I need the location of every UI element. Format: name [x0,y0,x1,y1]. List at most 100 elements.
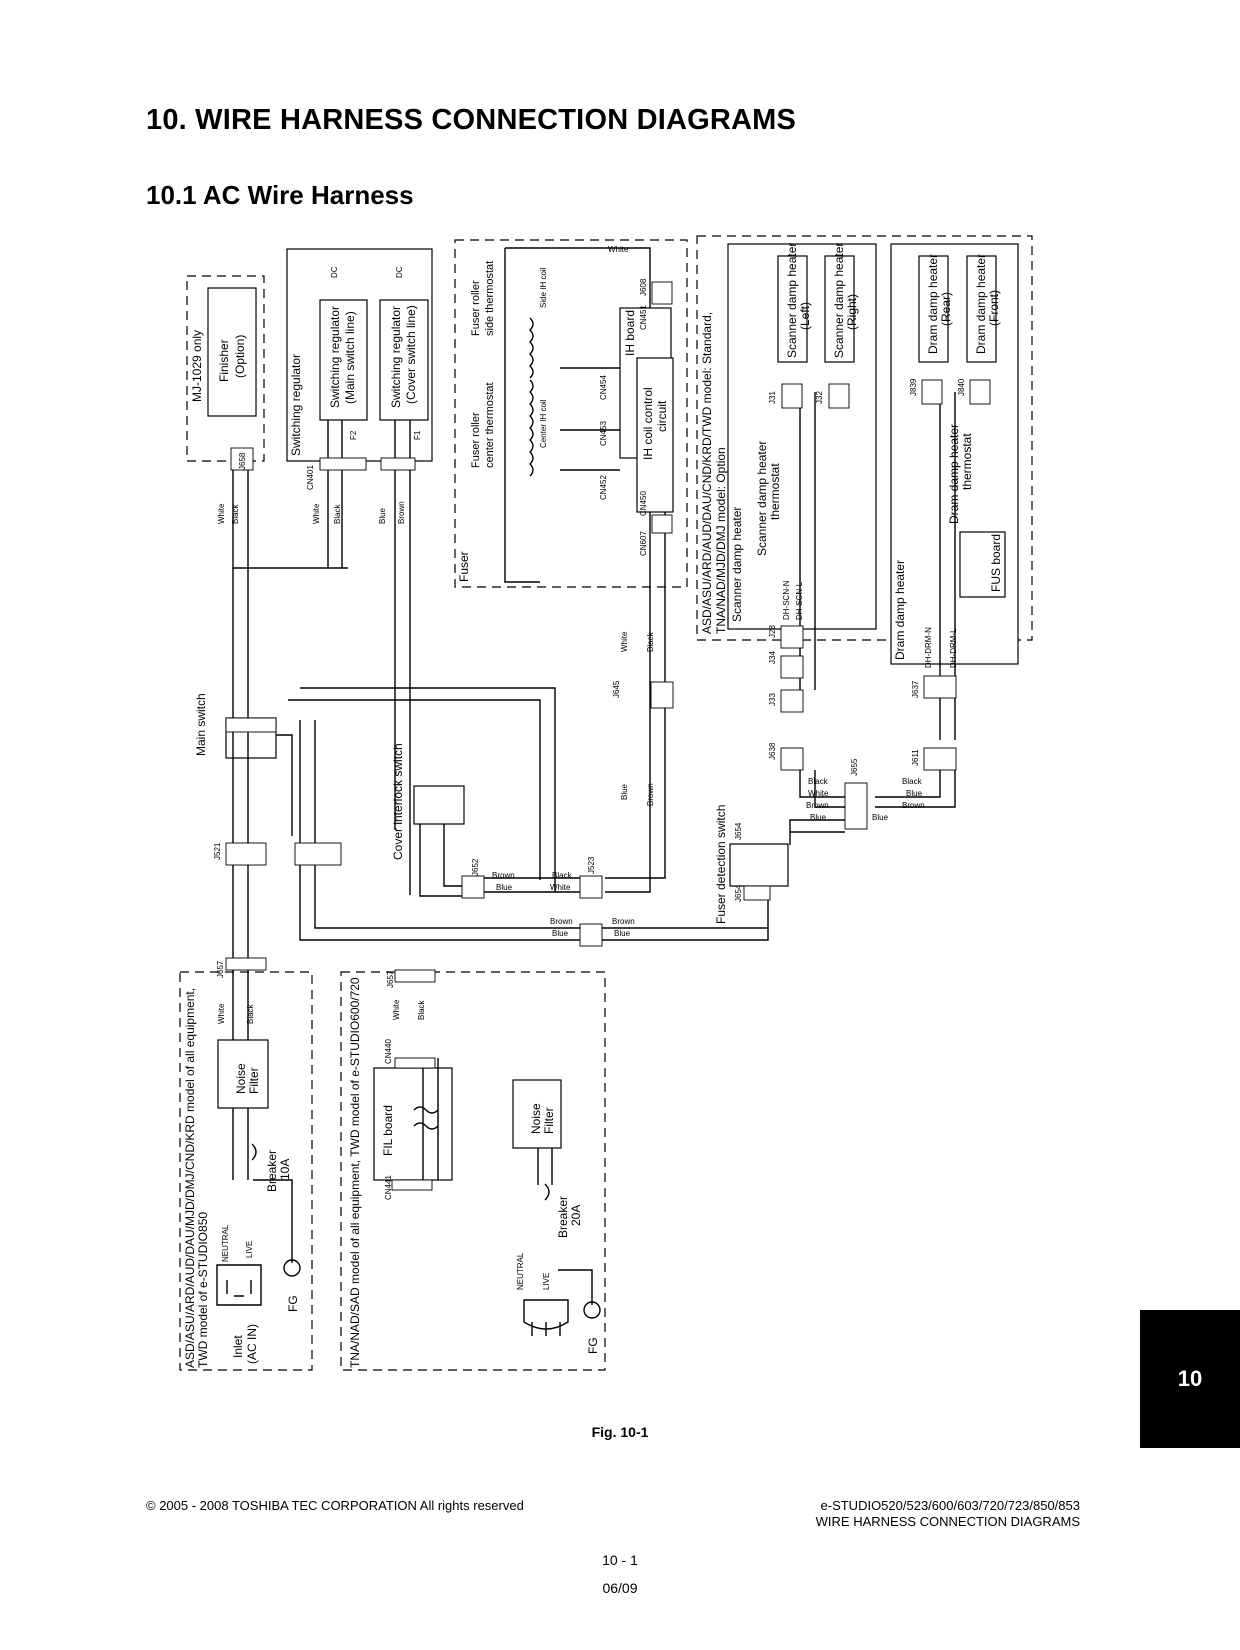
wire-label-blue-3: Blue [496,883,513,892]
wire-label-white-3: White [620,631,629,652]
label-neutral-b: NEUTRAL [516,1252,525,1290]
fil-transformer-icon [413,1106,439,1130]
wire-label-black-2: Black [333,503,342,524]
fuser-detection-box [729,843,789,887]
label-center-ih-coil: Center IH coil [539,399,548,448]
label-breaker-20a-2: 20A [569,1205,583,1226]
fuser-detect-blue-wire [299,720,769,941]
label-dram-rear-1: Dram damp heater [926,254,940,354]
connector-j645 [650,681,674,709]
label-fus-board: FUS board [989,534,1003,592]
inlet-20a-wires [537,1148,553,1185]
ac-plug-icon [523,1299,569,1336]
label-noise-filter-1a: Noise [234,1063,248,1094]
label-sr-cover-1: Switching regulator [389,306,403,408]
label-noise-filter-2b: Filter [542,1107,556,1134]
conn-label-cn452: CN452 [599,475,608,500]
dram-heater-rear [918,255,949,363]
connector-cn401-cover [380,457,416,471]
fil-board-wires [422,1058,439,1180]
wire-label-black-1: Black [231,503,240,524]
fuser-thermostat-chain [504,248,540,583]
wire-label-black-3: Black [646,631,655,652]
label-finisher-option: (Option) [233,335,247,378]
label-dc-cover: DC [395,266,404,278]
label-f1: F1 [413,430,422,440]
label-breaker-20a-1: Breaker [556,1196,570,1238]
fg-ground-wire-10a [253,1179,293,1263]
conn-label-j28: J28 [768,625,777,638]
label-model-note-1: ASD/ASU/ARD/AUD/DAU/CND/KRD/TWD model: S… [700,312,714,634]
conn-label-cn450: CN450 [639,491,648,516]
ih-white-top-wire [505,247,651,308]
wire-label-brown-5: Brown [612,917,635,926]
page-number: 10 - 1 [602,1552,638,1568]
wire-label-blue-2: Blue [620,783,629,800]
wire-label-black-8: Black [417,999,426,1020]
label-side-ih-coil: Side IH coil [539,267,548,308]
connector-j658 [230,447,254,471]
wire-label-white-top: White [608,245,629,254]
connector-j521-b [294,842,342,866]
figure-caption: Fig. 10-1 [591,1424,649,1440]
label-center-therm-2: center thermostat [484,382,496,468]
conn-label-j645: J645 [612,680,621,698]
regulator-feed-wires [327,420,411,895]
label-dram-front-2: (Front) [987,290,1001,326]
conn-label-j655: J655 [850,758,859,776]
model-footer: e-STUDIO520/523/600/603/720/723/850/853 … [700,1498,1080,1530]
connector-j31 [781,383,803,409]
finisher-box [207,287,257,417]
label-scanner-left-1: Scanner damp heater [785,243,799,358]
fg-ground-20a-icon [583,1301,601,1319]
label-breaker-10a-2: 10A [278,1159,292,1180]
section-title: 10.1 AC Wire Harness [146,180,414,210]
cover-interlock-box [413,785,465,825]
connector-cn401-main [319,457,367,471]
mainswitch-to-inlet-wires [232,750,249,1040]
conn-label-cn453: CN453 [599,421,608,446]
connector-j657-b [394,969,436,983]
connector-cn441 [391,1179,433,1191]
wire-label-white-4: White [550,883,571,892]
dram-to-j655-wires [875,770,956,808]
conn-label-j32: J32 [815,391,824,404]
page-footer: 10 - 1 06/09 [520,1546,720,1602]
connector-j637 [923,675,957,699]
conn-label-cn451: CN451 [639,305,648,330]
label-dc-main: DC [330,266,339,278]
scanner-heater-right [824,255,855,363]
label-neutral-a: NEUTRAL [221,1224,230,1262]
label-scanner-damp-heater: Scanner damp heater [730,507,744,622]
j523-to-j645-wires [605,700,666,893]
finisher-option-region [186,275,265,462]
label-dram-damp-heater: Dram damp heater [893,560,907,660]
conn-label-j839: J839 [909,378,918,396]
fg-ground-10a-icon [283,1259,301,1277]
conn-label-j657-b: J657 [386,970,395,988]
wire-label-white-2: White [312,503,321,524]
dram-heater-front [966,255,997,363]
conn-label-j637: J637 [911,680,920,698]
label-noise-filter-1b: Noise [529,1103,543,1134]
conn-label-j658: J658 [238,452,247,470]
copyright-footer: © 2005 - 2008 TOSHIBA TEC CORPORATION Al… [146,1498,524,1513]
page-title: 10. WIRE HARNESS CONNECTION DIAGRAMS [146,104,797,136]
wire-label-white-1: White [217,503,226,524]
connector-cn451 [651,281,673,305]
j655-to-fuser-detect-wires [789,819,845,845]
connector-j638 [780,747,804,771]
label-sr-main-2: (Main switch line) [343,311,357,404]
label-live-b: LIVE [542,1273,551,1290]
connector-j652 [461,875,485,899]
noise-filter-20a-box [512,1079,562,1149]
label-switching-regulator: Switching regulator [289,354,303,456]
wire-label-brown-2: Brown [646,783,655,806]
wire-label-blue-4: Blue [552,929,569,938]
label-dram-rear-2: (Rear) [939,292,953,326]
conn-label-cn401: CN401 [306,465,315,490]
conn-label-cn441: CN441 [384,1175,393,1200]
label-inlet-1: Inlet [231,1335,245,1358]
fil-board-box [373,1067,453,1181]
wire-label-dh-scn-l: DH-SCN-L [795,581,804,620]
